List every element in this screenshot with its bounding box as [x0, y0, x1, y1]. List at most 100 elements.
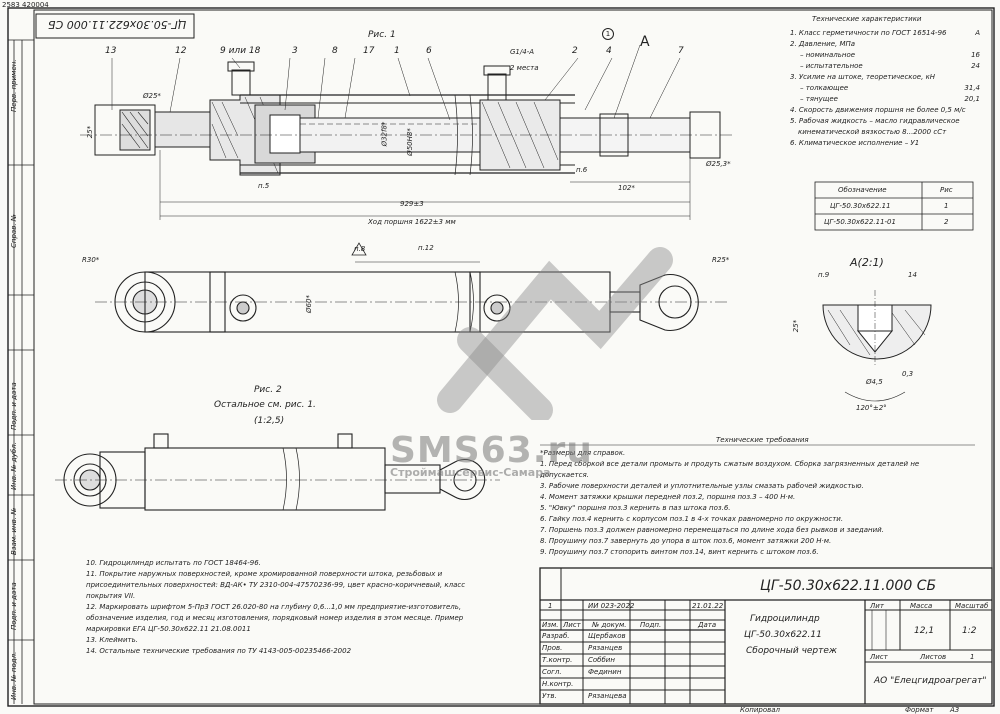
- tech-req-line: 8. Проушину поз.7 завернуть до упора в ш…: [540, 537, 832, 545]
- port-count: 2 места: [510, 64, 539, 72]
- tb-copied: Копировал: [740, 706, 780, 714]
- tb-sheets-count: 1: [970, 653, 975, 661]
- dim-929: 929±3: [400, 200, 424, 208]
- callout-8: 8: [332, 46, 338, 56]
- tb-name-1: Щербаков: [588, 632, 626, 640]
- spec-val-7: 20,1: [964, 95, 980, 103]
- spec-val-3: 16: [971, 51, 980, 59]
- detail-a: [822, 290, 932, 402]
- dim-r25: R25*: [712, 256, 730, 264]
- tb-format-value: А3: [950, 706, 960, 714]
- spec-label-2: 2. Давление, МПа: [790, 40, 856, 48]
- spec-label-7: – тянущее: [800, 95, 838, 103]
- detail-r03: 0,3: [902, 370, 914, 378]
- side-stamp: [8, 39, 34, 704]
- callout-13: 13: [105, 46, 117, 56]
- spec-label-6: – толкающее: [800, 84, 849, 92]
- tb-hdr-sign: Подп.: [640, 621, 662, 629]
- callout-3: 3: [292, 46, 298, 56]
- note-line: 11. Покрытие наружных поверхностей, кром…: [86, 570, 443, 578]
- dim-d32: Ø32f8*: [380, 121, 389, 147]
- callout-17: 17: [363, 46, 375, 56]
- dim-stroke: Ход поршня 1622±3 мм: [368, 218, 456, 226]
- tb-hdr-doc: № докум.: [592, 621, 627, 629]
- note-p6: п.6: [576, 166, 588, 174]
- tb-scale-header: Масштаб: [955, 602, 989, 610]
- callout-9-18: 9 или 18: [220, 46, 261, 56]
- tb-scale-value: 1:2: [962, 626, 977, 636]
- fig-mid-exterior: [95, 242, 730, 333]
- tech-req-line: *Размеры для справок.: [540, 449, 626, 457]
- tech-req-line: 3. Рабочие поверхности деталей и уплотни…: [540, 482, 864, 490]
- tb-name-line3: Сборочный чертеж: [746, 646, 838, 656]
- spec-val-1: А: [975, 29, 980, 37]
- note-line: 14. Остальные технические требования по …: [86, 647, 352, 655]
- fig1-view-letter: A: [640, 34, 650, 50]
- tech-req-line: допускается.: [540, 471, 589, 479]
- detail-angle: 120°±2°: [856, 404, 887, 412]
- variant-col-designation: Обозначение: [838, 186, 887, 194]
- outer-frame: [7, 7, 995, 707]
- tb-name-6: Рязанцева: [588, 692, 627, 700]
- notes-left: 10. Гидроцилиндр испытать по ГОСТ 18464-…: [86, 558, 465, 657]
- spec-val-6: 31,4: [964, 84, 980, 92]
- dim-d60: Ø60*: [304, 295, 313, 313]
- spec-label-10: кинематической вязкостью 8...2000 сСт: [798, 128, 947, 136]
- detail-p9: п.9: [818, 271, 830, 279]
- fig1-section: [80, 44, 735, 220]
- tb-hdr-list: Лист: [563, 621, 581, 629]
- callout-6: 6: [426, 46, 432, 56]
- callout-12: 12: [175, 46, 187, 56]
- side-label-first-use: Перв. примен.: [10, 59, 18, 112]
- tb-role-4: Согл.: [542, 668, 562, 676]
- callout-1: 1: [394, 46, 400, 56]
- detail-a-title: А(2:1): [850, 256, 884, 269]
- spec-label-5: 3. Усилие на штоке, теоретическое, кН: [790, 73, 936, 81]
- tech-req-list: *Размеры для справок. 1. Перед сборкой в…: [540, 448, 919, 558]
- note-line: обозначение изделия, год и месяц изготов…: [86, 614, 464, 622]
- dim-d50: Ø50H8*: [405, 128, 414, 156]
- note-line: маркировки ЕГА ЦГ-50.30х622.11 21.08.001…: [86, 625, 251, 633]
- detail-14: 14: [908, 271, 917, 279]
- tb-name-3: Соббин: [588, 656, 615, 664]
- note-line: 13. Клеймить.: [86, 636, 138, 644]
- specs-heading: Технические характеристики: [812, 15, 922, 23]
- callout-7: 7: [678, 46, 684, 56]
- tb-hdr-izm: Изм.: [542, 621, 559, 629]
- dim-d25-3: Ø25,3*: [706, 160, 731, 168]
- tb-role-2: Пров.: [542, 644, 563, 652]
- dim-d25-left: Ø25*: [143, 92, 161, 100]
- tb-role-1: Разраб.: [542, 632, 570, 640]
- tech-req-line: 1. Перед сборкой все детали промыть и пр…: [540, 460, 920, 468]
- note-line: 12. Маркировать шрифтом 5-Пр3 ГОСТ 26.02…: [86, 603, 462, 611]
- tech-req-line: 6. Гайку поз.4 кернить с корпусом поз.1 …: [540, 515, 844, 523]
- port-thread: G1/4-A: [510, 48, 535, 56]
- tb-name-line2: ЦГ-50.30х622.11: [744, 630, 822, 640]
- spec-label-9: 5. Рабочая жидкость – масло гидравлическ…: [790, 117, 960, 125]
- tech-req-line: 7. Поршень поз.3 должен равномерно перем…: [540, 526, 884, 534]
- spec-label-4: – испытательное: [800, 62, 863, 70]
- tb-name-line1: Гидроцилиндр: [750, 614, 820, 624]
- tb-name-4: Фединин: [588, 668, 622, 676]
- side-label-replace: Взам. инв. №: [10, 507, 18, 555]
- inner-frame: [33, 9, 993, 705]
- tb-lit-header: Лит: [870, 602, 884, 610]
- detail-h25: 25*: [792, 319, 801, 333]
- rotated-code-box: [35, 13, 195, 39]
- dim-102: 102*: [618, 184, 635, 192]
- callout-circle-1: 1: [602, 28, 614, 40]
- title-designation: ЦГ-50.30х622.11.000 СБ: [760, 578, 937, 594]
- tb-change-date: 21.01.22: [692, 602, 724, 610]
- variant-code-2: ЦГ-50.30х622.11-01: [824, 218, 896, 226]
- watermark-subtext: Строймашсервис-Самара: [390, 466, 551, 479]
- callout-2: 2: [572, 46, 578, 56]
- mark-p8: п.8: [354, 245, 366, 253]
- fig2-scale: (1:2,5): [254, 416, 285, 426]
- note-p5: п.5: [258, 182, 270, 190]
- variant-col-fig: Рис: [940, 186, 953, 194]
- spec-label-8: 4. Скорость движения поршня не более 0,5…: [790, 106, 966, 114]
- variant-code-1: ЦГ-50.30х622.11: [830, 202, 891, 210]
